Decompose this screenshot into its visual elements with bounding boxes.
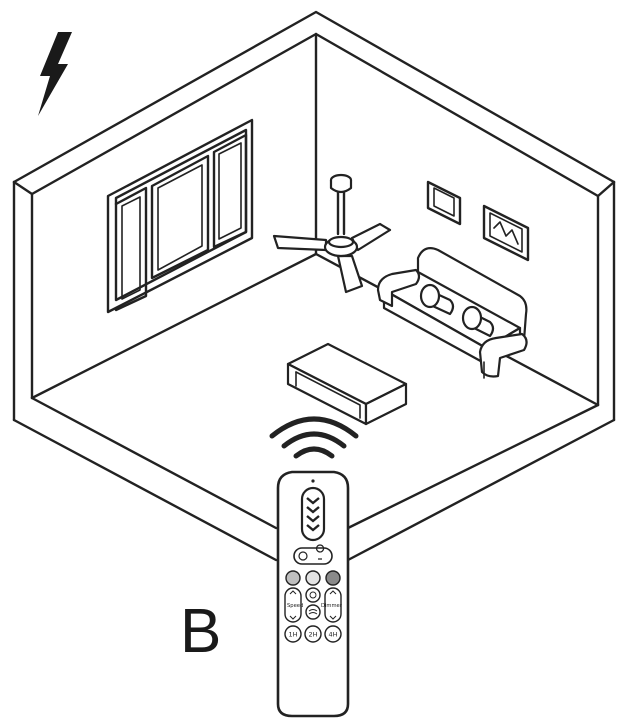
center-control-buttons — [305, 587, 321, 620]
window — [106, 118, 254, 314]
chevron-down-icon[interactable] — [306, 497, 320, 532]
speed-rocker[interactable] — [284, 587, 302, 623]
picture-frames — [426, 180, 530, 262]
speed-label: Speed — [287, 603, 303, 609]
ceiling-fan — [272, 173, 392, 294]
color-button-3[interactable] — [325, 570, 341, 586]
timer-1h-button[interactable] — [284, 625, 302, 643]
sun-icon — [309, 591, 317, 599]
timer-2h-button[interactable] — [304, 625, 322, 643]
timer-2h-label: 2H — [308, 631, 317, 639]
color-button-2[interactable] — [305, 570, 321, 586]
sofa — [376, 247, 528, 379]
signal-waves-icon — [269, 416, 359, 459]
timer-1h-label: 1H — [288, 631, 297, 639]
fan-light-mode-button[interactable] — [293, 544, 333, 565]
lightning-bolt-icon — [38, 32, 72, 116]
wind-button[interactable] — [305, 604, 321, 620]
figure-label: B — [180, 597, 221, 666]
color-buttons-row — [285, 570, 341, 586]
timer-buttons: 1H 2H 4H — [284, 625, 342, 643]
fan-icon — [298, 551, 308, 561]
dimmer-rocker[interactable] — [324, 587, 342, 623]
light-bulb-icon — [315, 544, 325, 560]
remote-control: Speed Dimmer 1H 2H 4H — [276, 470, 350, 718]
sun-button[interactable] — [305, 587, 321, 603]
color-button-1[interactable] — [285, 570, 301, 586]
coffee-table — [286, 342, 408, 426]
dimmer-label: Dimmer — [321, 603, 343, 609]
breeze-icon — [308, 609, 318, 615]
timer-4h-label: 4H — [328, 631, 337, 639]
timer-4h-button[interactable] — [324, 625, 342, 643]
